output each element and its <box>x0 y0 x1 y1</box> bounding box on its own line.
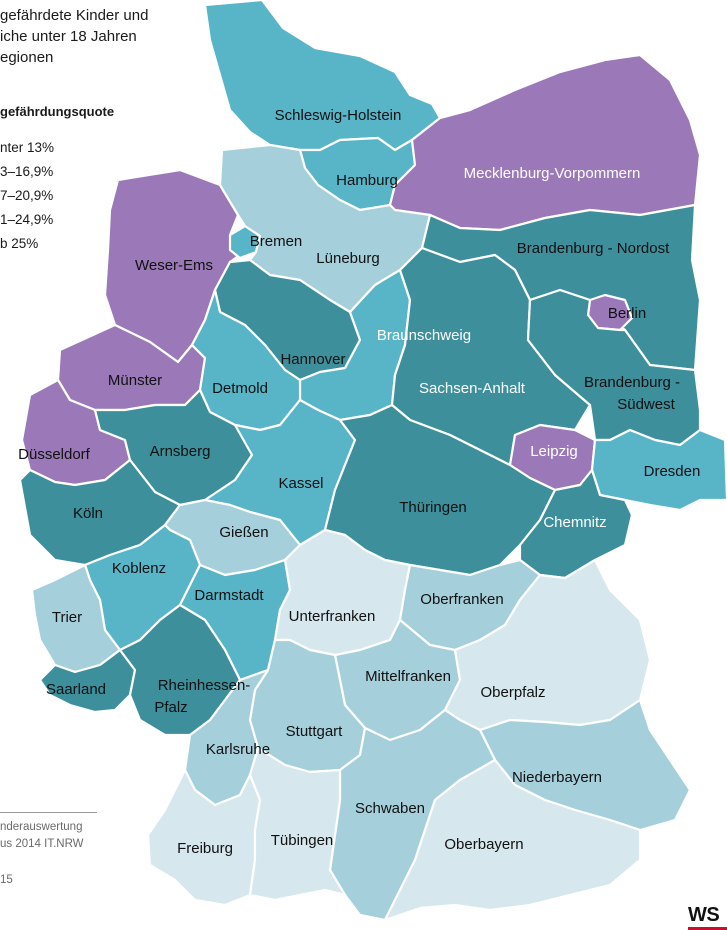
label-darmstadt: Darmstadt <box>194 587 264 604</box>
label-lueneburg: Lüneburg <box>316 250 379 267</box>
legend-heading: gefährdungsquote <box>0 104 115 119</box>
label-detmold: Detmold <box>212 380 268 397</box>
region-tuebingen[interactable] <box>248 746 347 902</box>
label-dresden: Dresden <box>644 463 701 480</box>
source-line-2: us 2014 IT.NRW <box>0 838 84 850</box>
label-trier: Trier <box>52 609 82 626</box>
map-title-line-1: gefährdete Kinder und <box>0 7 149 24</box>
label-bremen: Bremen <box>250 233 303 250</box>
region-mecklenburg-vorpommern[interactable] <box>388 53 702 232</box>
label-schleswig-holstein: Schleswig-Holstein <box>275 107 402 124</box>
label-hannover: Hannover <box>280 351 345 368</box>
brand-logo: WS <box>688 904 727 930</box>
legend-item: 7–20,9% <box>0 188 54 203</box>
label-stuttgart: Stuttgart <box>286 723 344 740</box>
label-oberpfalz: Oberpfalz <box>480 684 545 701</box>
label-berlin: Berlin <box>608 305 646 322</box>
label-rheinhessen-pfalz-2: Pfalz <box>154 699 187 716</box>
label-muenster: Münster <box>108 372 162 389</box>
label-koblenz: Koblenz <box>112 560 166 577</box>
label-rheinhessen-pfalz: Rheinhessen- <box>158 677 251 694</box>
label-brandenburg-suedwest-2: Südwest <box>617 396 675 413</box>
label-mittelfranken: Mittelfranken <box>365 668 451 685</box>
label-tuebingen: Tübingen <box>271 832 334 849</box>
label-chemnitz: Chemnitz <box>543 514 606 531</box>
page-number: 15 <box>0 874 13 886</box>
label-mecklenburg-vorpommern: Mecklenburg-Vorpommern <box>464 165 641 182</box>
label-duesseldorf: Düsseldorf <box>18 446 91 463</box>
label-saarland: Saarland <box>46 681 106 698</box>
label-koeln: Köln <box>73 505 103 522</box>
region-oberbayern[interactable] <box>383 758 642 922</box>
label-freiburg: Freiburg <box>177 840 233 857</box>
map-title-line-3: egionen <box>0 49 54 66</box>
label-karlsruhe: Karlsruhe <box>206 741 270 758</box>
label-thueringen: Thüringen <box>399 499 467 516</box>
legend-item: nter 13% <box>0 140 55 155</box>
label-braunschweig: Braunschweig <box>377 327 471 344</box>
source-divider <box>0 812 97 813</box>
label-unterfranken: Unterfranken <box>289 608 376 625</box>
legend-item: b 25% <box>0 236 39 251</box>
label-leipzig: Leipzig <box>530 443 578 460</box>
region-brandenburg-suedwest[interactable] <box>526 288 702 447</box>
label-giessen: Gießen <box>219 524 268 541</box>
legend-item: 3–16,9% <box>0 164 54 179</box>
legend-item: 1–24,9% <box>0 212 54 227</box>
region-chemnitz[interactable] <box>518 468 634 580</box>
label-weser-ems: Weser-Ems <box>135 257 213 274</box>
label-niederbayern: Niederbayern <box>512 769 602 786</box>
label-oberbayern: Oberbayern <box>444 836 523 853</box>
region-schleswig-holstein[interactable] <box>203 0 442 152</box>
label-kassel: Kassel <box>278 475 323 492</box>
label-sachsen-anhalt: Sachsen-Anhalt <box>419 380 526 397</box>
source-line-1: nderauswertung <box>0 821 83 833</box>
label-oberfranken: Oberfranken <box>420 591 503 608</box>
label-arnsberg: Arnsberg <box>150 443 211 460</box>
label-schwaben: Schwaben <box>355 800 425 817</box>
label-brandenburg-suedwest: Brandenburg - <box>584 374 680 391</box>
map-title-line-2: iche unter 18 Jahren <box>0 28 137 45</box>
label-brandenburg-nordost: Brandenburg - Nordost <box>517 240 670 257</box>
label-hamburg: Hamburg <box>336 172 398 189</box>
